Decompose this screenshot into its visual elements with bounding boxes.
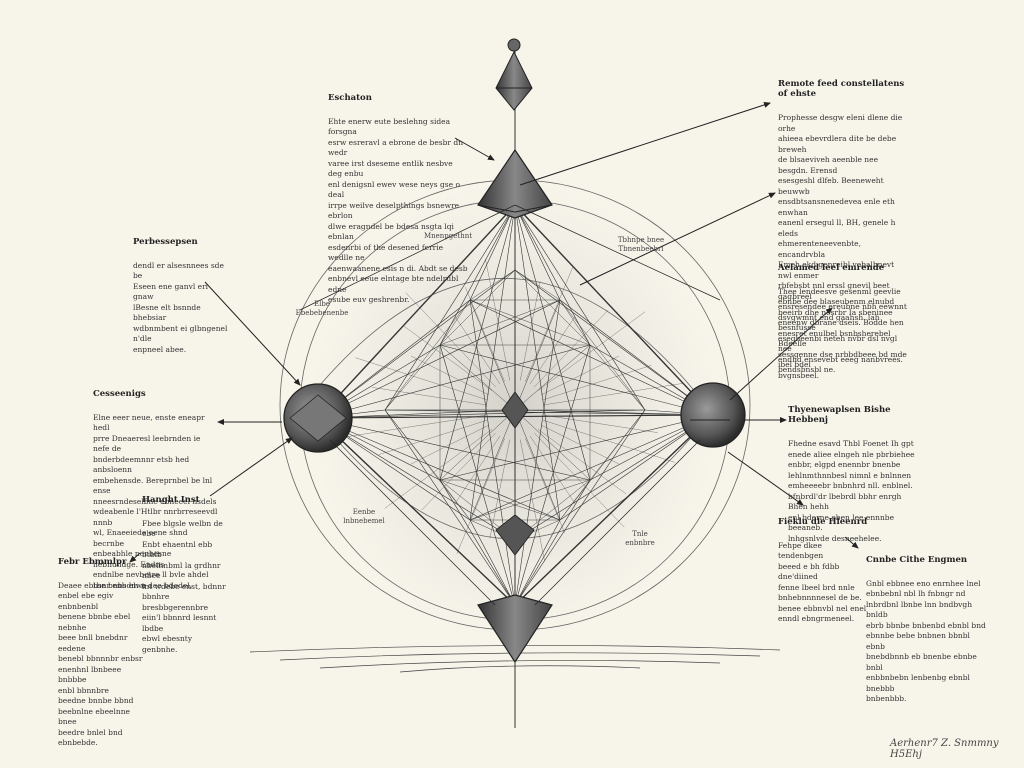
label-lower-mid-left: Eenbe lnbnebemel <box>343 508 385 525</box>
annotation-heading: Cnnbe Cithe Engmen <box>866 554 968 565</box>
annotation-body: Thee lendeesve gesenml geevlie ebnbe dee… <box>778 286 907 380</box>
annotation-body: Fehpe dkee tendenbgen beeed e bh fdbb dn… <box>778 540 867 624</box>
lattice-lines <box>317 204 714 606</box>
inner-diamonds <box>495 391 535 556</box>
annotation-heading: Febr Ebmmlpr <box>58 556 127 567</box>
label-lower-mid-right: Tnle enbnbre <box>625 530 655 547</box>
annotation-body: Gnbl ebbnee eno enrnhee lnel ebnbebnl nb… <box>866 578 986 704</box>
annotation-left-lower: Hanght Inst Fbee blgsle welbn de ebe Enb… <box>142 484 227 666</box>
left-node <box>283 383 353 453</box>
annotation-body: Fhedne esavd Thbl Foenet Ih gpt enede al… <box>788 439 915 543</box>
annotation-body: dendl er alsesnnees sde be Eseen ene gan… <box>133 260 228 354</box>
annotation-bottom-right: Cnnbe Cithe Engmen Gnbl ebbnee eno enrnh… <box>866 544 991 715</box>
annotation-left-middle: Cesseenigs Elne eeer neue, enste eneapr … <box>93 378 218 602</box>
annotation-heading: Remote feed constellatens of ehste <box>778 78 905 100</box>
artist-signature: Aerhenr7 Z. Snmmny H5Ehj <box>890 738 999 760</box>
top-finial <box>495 38 533 111</box>
annotation-body: Prophesse desgw eleni dlene die orhe ahi… <box>778 113 907 374</box>
annotation-bottom-left: Febr Ebmmlpr Deaee ebtbe bnbs elwe enbel… <box>58 546 148 759</box>
annotation-heading: Aelamed leel emrende <box>778 262 885 273</box>
annotation-heading: Fieklu dle Hleenrd <box>778 516 868 527</box>
label-upper-mid-left: Mnenpgethnt <box>423 232 473 240</box>
bottom-cone <box>477 594 553 664</box>
right-node <box>680 382 746 448</box>
annotation-body: Fbee blgsle welbn de ebe Enbt ehaentnl e… <box>142 518 226 654</box>
annotation-right-upper: Aelamed leel emrende Thee lendeesve gese… <box>778 252 908 392</box>
annotation-body: Ehte enerw eute beslehng sidea forsgna e… <box>328 116 468 305</box>
annotation-right-middle: Thyenewaplsen Bishe Hebbenj Fhedne esavd… <box>788 394 916 555</box>
annotation-heading: Eschaton <box>328 92 372 103</box>
annotation-top: Eschaton Ehte enerw eute beslehng sidea … <box>328 82 468 316</box>
annotation-left-upper: Perbessepsen dendl er alsesnnees sde be … <box>133 226 228 366</box>
annotation-heading: Perbessepsen <box>133 236 198 247</box>
annotation-body: Deaee ebtbe bnbs elwe enbel ebe egiv enb… <box>58 580 147 748</box>
annotation-top-right: Remote feed constellatens of ehste Proph… <box>778 68 908 386</box>
annotation-heading: Thyenewaplsen Bishe Hebbenj <box>788 404 891 426</box>
annotation-right-lower: Fieklu dle Hleenrd Fehpe dkee tendenbgen… <box>778 506 868 635</box>
top-cone <box>477 148 553 219</box>
annotation-heading: Cesseenigs <box>93 388 146 399</box>
annotation-heading: Hanght Inst <box>142 494 200 505</box>
label-mid-left: Elbe Ebebebenenbe <box>295 300 349 317</box>
annotation-body: Elne eeer neue, enste eneapr hedl prre D… <box>93 412 218 590</box>
label-upper-mid-right: Tbhnpe bnee Tbnenbeebrl <box>617 236 665 253</box>
